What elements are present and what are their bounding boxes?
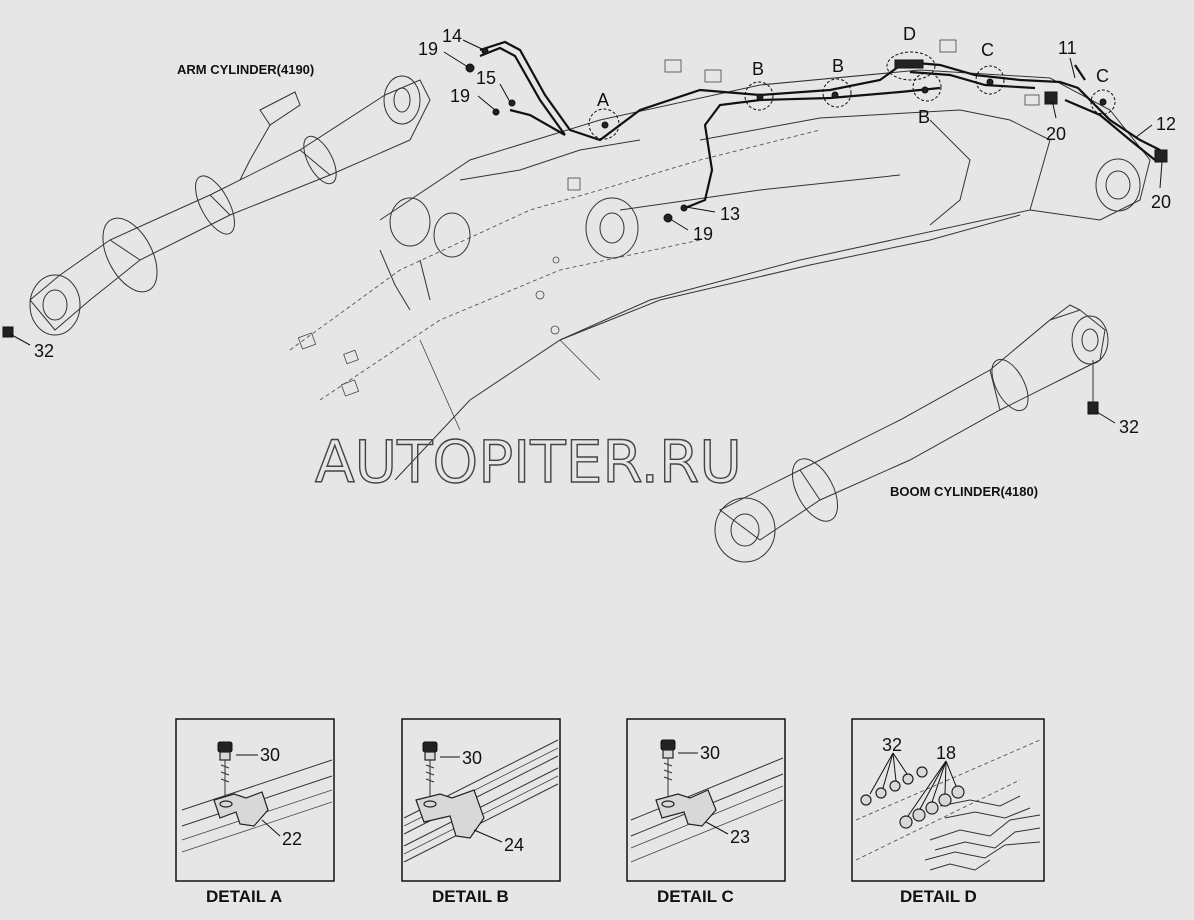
detail-c-bolt-label: 30 xyxy=(700,743,720,763)
leader-lines xyxy=(9,39,1163,424)
callout-19-middle: 19 xyxy=(450,86,470,106)
callout-20-right: 20 xyxy=(1151,192,1171,212)
watermark: AUTOPITER.RU xyxy=(315,428,742,496)
detail-a-title: DETAIL A xyxy=(206,887,282,906)
marker-c-1: C xyxy=(981,40,994,60)
marker-a: A xyxy=(597,90,609,110)
callout-12: 12 xyxy=(1156,114,1176,134)
callout-32-left: 32 xyxy=(34,341,54,361)
callout-11: 11 xyxy=(1058,38,1077,58)
detail-c: 30 23 DETAIL C xyxy=(626,718,786,906)
callout-19-upper: 19 xyxy=(418,39,438,59)
boom-cylinder xyxy=(714,304,1109,563)
boom-cylinder-title: BOOM CYLINDER(4180) xyxy=(890,484,1038,499)
detail-d-fittings-label: 18 xyxy=(936,743,956,763)
arm-cylinder-title: ARM CYLINDER(4190) xyxy=(177,62,314,77)
detail-c-clamp-label: 23 xyxy=(730,827,750,847)
callout-14: 14 xyxy=(442,26,462,46)
detail-a: 30 22 DETAIL A xyxy=(175,718,335,906)
detail-c-title: DETAIL C xyxy=(657,887,734,906)
detail-b: 30 24 DETAIL B xyxy=(401,718,561,906)
marker-c-2: C xyxy=(1096,66,1109,86)
marker-b-1: B xyxy=(752,59,764,79)
callout-15: 15 xyxy=(476,68,496,88)
detail-a-clamp-label: 22 xyxy=(282,829,302,849)
fittings xyxy=(2,47,1168,415)
callout-19-lower: 19 xyxy=(693,224,713,244)
detail-d: 32 18 DETAIL D xyxy=(851,718,1045,906)
arm-cylinder xyxy=(29,75,431,336)
callout-labels: 14 19 15 19 13 19 11 12 20 20 32 32 xyxy=(34,26,1176,437)
marker-d: D xyxy=(903,24,916,44)
detail-markers: A B B B C C D xyxy=(597,24,1109,127)
detail-b-clamp-label: 24 xyxy=(504,835,524,855)
boom xyxy=(289,39,1151,481)
callout-32-right: 32 xyxy=(1119,417,1139,437)
detail-circles xyxy=(588,51,1116,140)
detail-b-title: DETAIL B xyxy=(432,887,509,906)
marker-b-3: B xyxy=(918,107,930,127)
callout-20-left: 20 xyxy=(1046,124,1066,144)
detail-d-nuts-label: 32 xyxy=(882,735,902,755)
detail-a-bolt-label: 30 xyxy=(260,745,280,765)
callout-13: 13 xyxy=(720,204,740,224)
detail-b-bolt-label: 30 xyxy=(462,748,482,768)
hoses xyxy=(479,40,1161,210)
marker-b-2: B xyxy=(832,56,844,76)
detail-d-title: DETAIL D xyxy=(900,887,977,906)
